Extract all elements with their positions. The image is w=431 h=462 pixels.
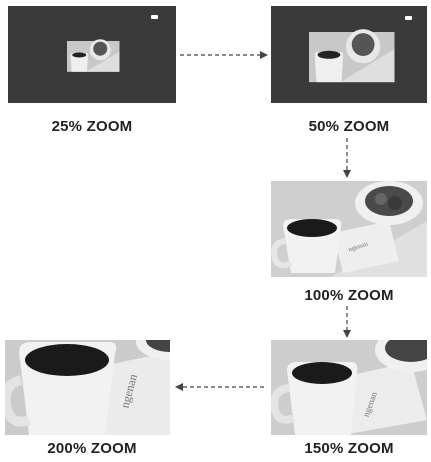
coffee-photo-thumbnail (67, 39, 120, 72)
arrow-150-to-200 (175, 383, 267, 391)
zoom-25-label: 25% ZOOM (51, 118, 133, 135)
zoom-50-panel (271, 6, 427, 103)
zoom-200-label: 200% ZOOM (47, 440, 137, 457)
napkin (333, 221, 399, 273)
screen-corner-badge-icon (405, 16, 412, 20)
zoom-100-panel: ngenan (271, 181, 427, 277)
coffee-photo-image (309, 29, 395, 83)
arrow-25-to-50 (180, 51, 268, 59)
zoom-150-label: 150% ZOOM (304, 440, 394, 457)
zoom-50-label: 50% ZOOM (308, 118, 390, 135)
zoom-150-panel: ngenan (271, 340, 427, 435)
arrow-100-to-150 (343, 306, 351, 338)
zoom-25-panel (8, 6, 176, 103)
zoom-200-panel: ngenan (5, 340, 170, 435)
screen-corner-badge-icon (151, 15, 158, 19)
zoom-100-label: 100% ZOOM (304, 287, 394, 304)
arrow-50-to-100 (343, 138, 351, 178)
